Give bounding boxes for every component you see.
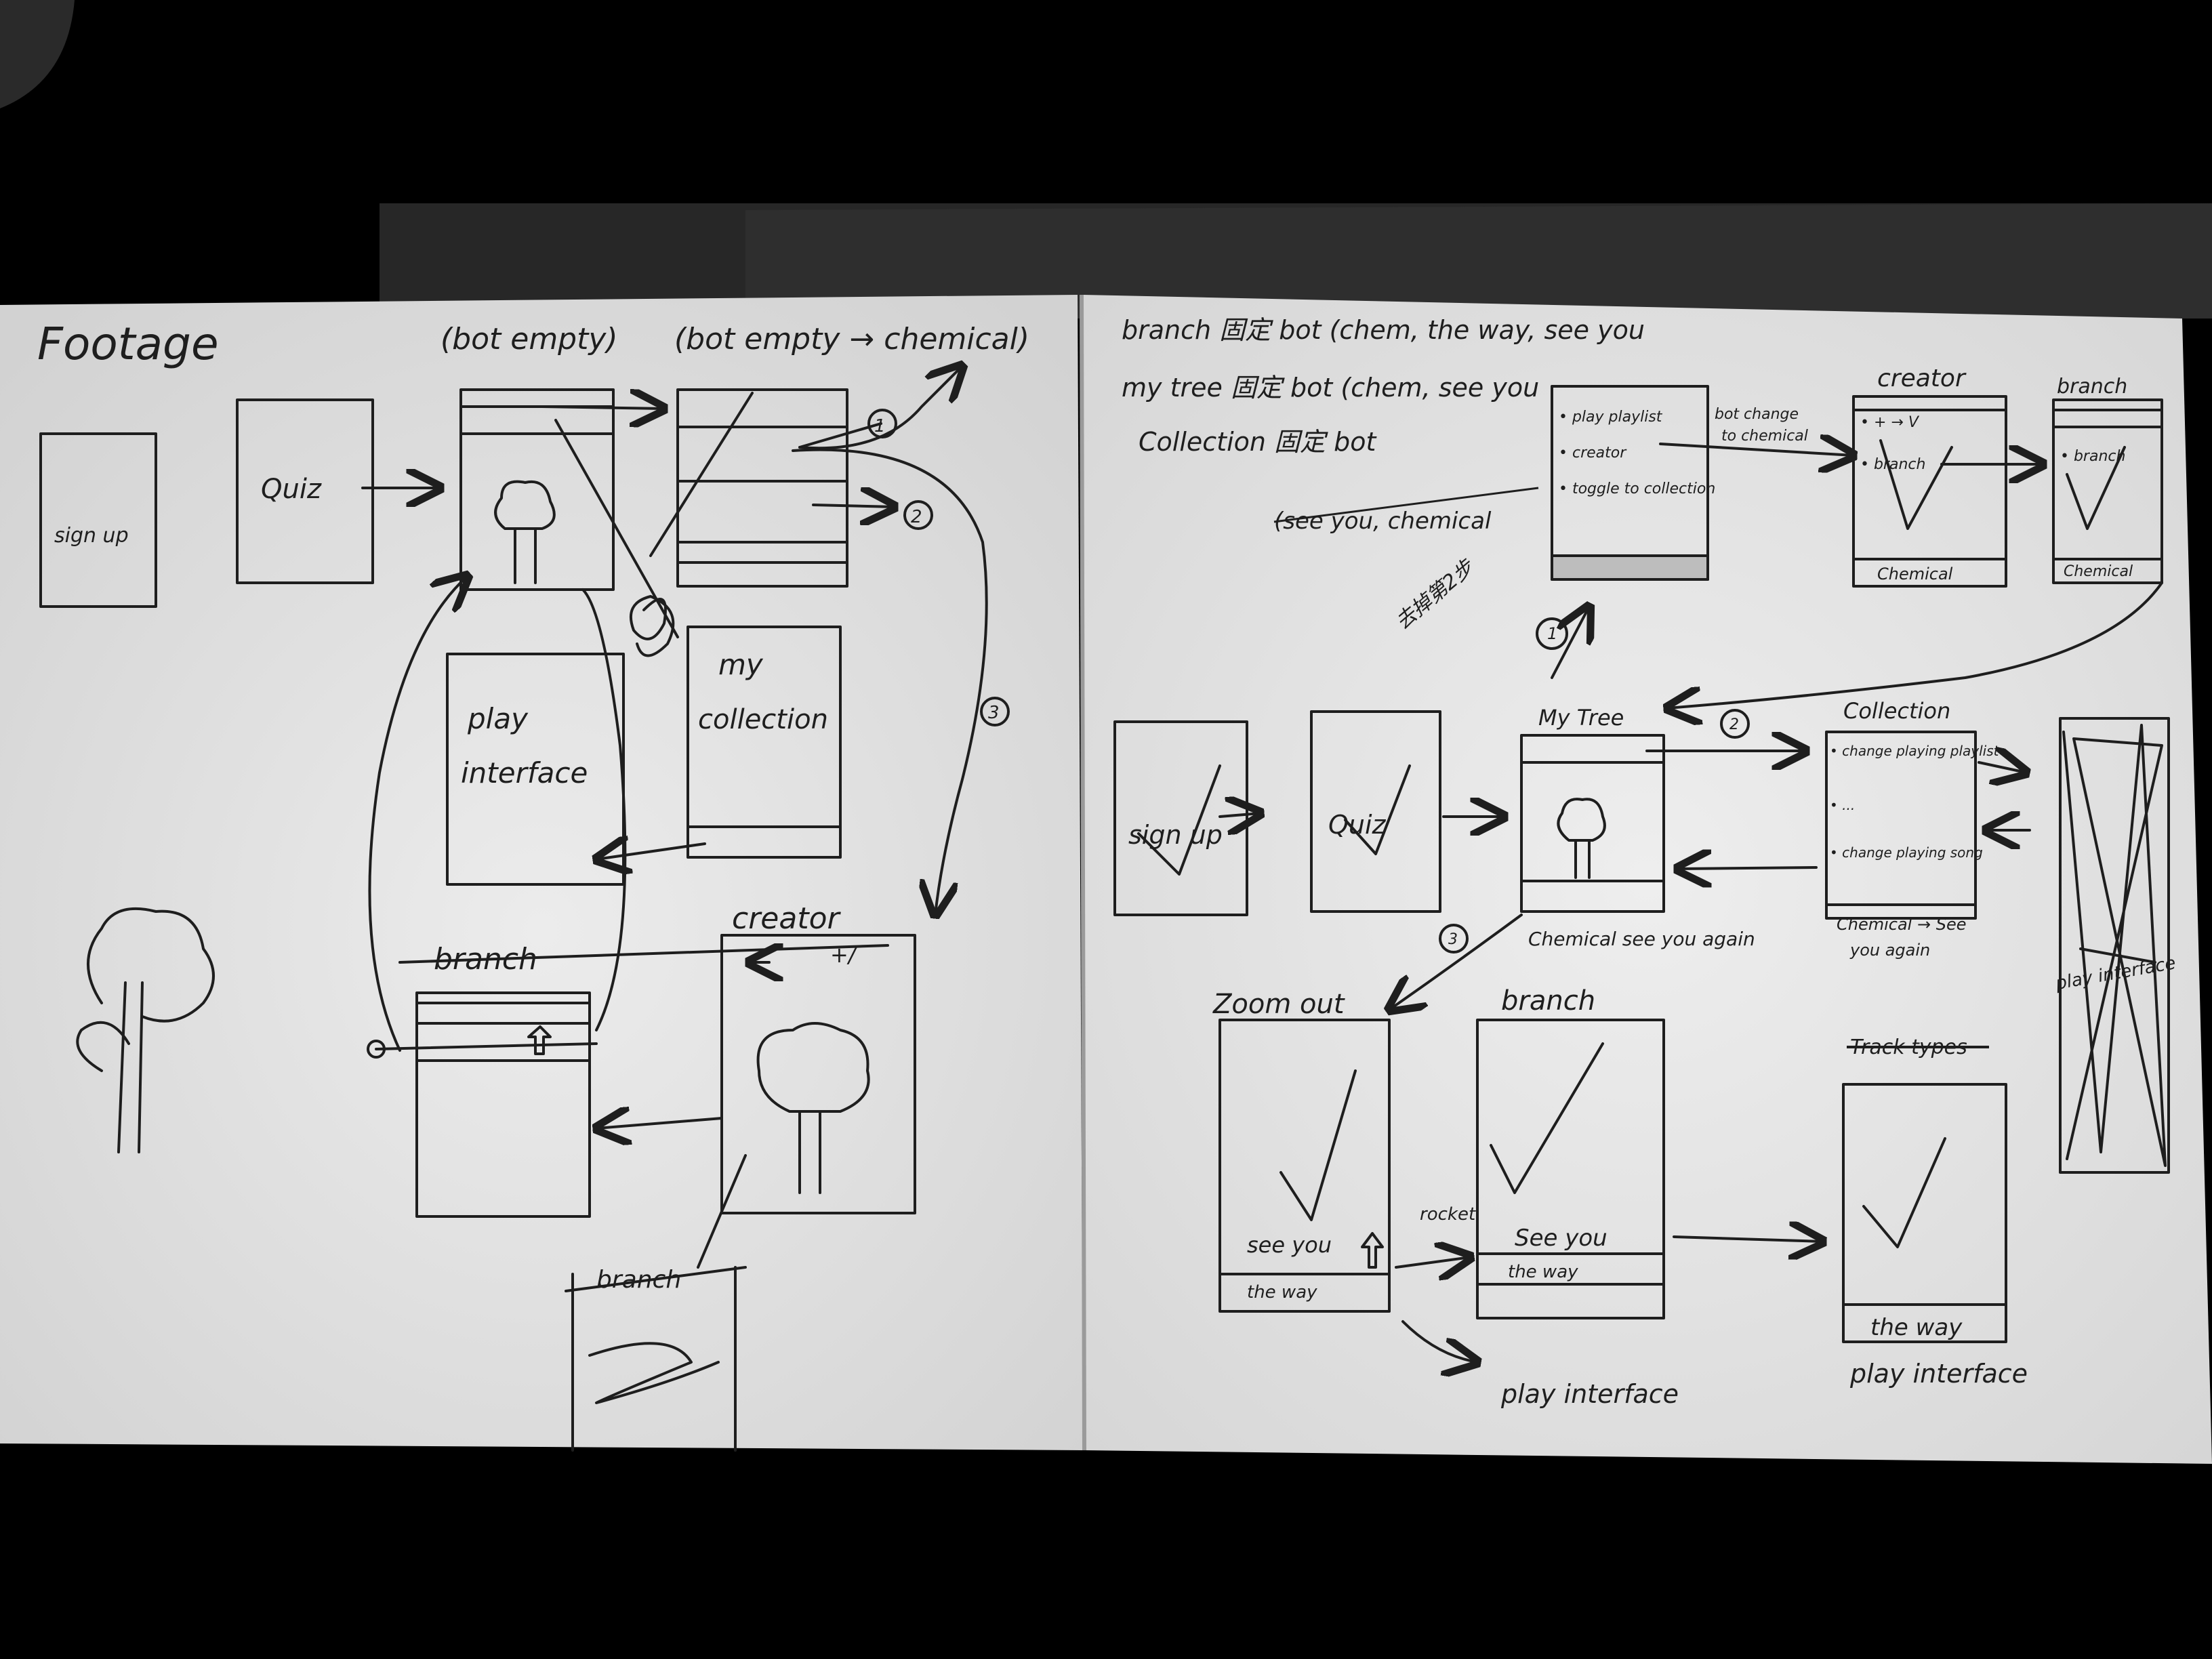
my-collection-label-1: my	[718, 648, 764, 681]
collection-item-1: • change playing playlist	[1830, 743, 2000, 759]
right-note-2: my tree 固定 bot (chem, see you	[1122, 373, 1539, 403]
quiz-label: Quiz	[261, 474, 322, 505]
rec-arrow-note-2: to chemical	[1721, 428, 1808, 445]
zoom-out-bottom: see you	[1247, 1232, 1332, 1258]
play-interface-crossed	[2059, 717, 2170, 1174]
creator-screen-right	[1852, 395, 2007, 588]
marker-1-right: 1	[1547, 624, 1557, 643]
rocket-label: rocket	[1420, 1204, 1476, 1225]
marker-2-right: 2	[1729, 716, 1739, 733]
creator-title-right: creator	[1877, 365, 1967, 392]
marker-1-left: 1	[874, 416, 886, 436]
sign-up-label: sign up	[54, 524, 129, 548]
tree-icon	[494, 480, 556, 584]
right-note-4: (see you, chemical	[1274, 508, 1492, 535]
branch-screen-left	[415, 991, 591, 1218]
my-tree-screen-right	[1520, 734, 1665, 913]
scribble	[588, 1342, 720, 1404]
play-interface-label-2: interface	[461, 756, 588, 790]
branch-title-left: branch	[434, 942, 537, 977]
my-tree-caption: Chemical see you again	[1528, 928, 1755, 950]
my-collection-label-2: collection	[698, 704, 828, 735]
zoom-out-title: Zoom out	[1212, 989, 1345, 1020]
right-page-sketches	[1113, 385, 2170, 1362]
marker-2-left: 2	[911, 507, 922, 527]
recommendation-item-1: • play playlist	[1559, 409, 1663, 426]
collection-item-2: • ...	[1830, 797, 1855, 813]
play-interface-caption: play interface	[1500, 1379, 1679, 1409]
creator-plus-label: +/	[830, 942, 858, 968]
branch-lower-bottom-2: the way	[1508, 1262, 1578, 1282]
collection-item-3: • change playing song	[1830, 844, 1983, 861]
creator-bottom: Chemical	[1877, 565, 1953, 583]
left-page-sketches	[39, 366, 1010, 1452]
branch-lower-label: branch	[596, 1266, 681, 1294]
branch-lower-bottom: See you	[1515, 1225, 1607, 1252]
bot-empty-screen	[676, 388, 848, 588]
left-page-title: Footage	[37, 318, 219, 370]
note-bot-empty: (bot empty)	[441, 322, 618, 356]
quiz-screen	[236, 398, 374, 584]
recommendation-item-2: • creator	[1559, 445, 1627, 462]
collection-title: Collection	[1843, 698, 1950, 724]
branch-title-right: branch	[2057, 375, 2127, 398]
rec-arrow-note-1: bot change	[1715, 406, 1799, 423]
collection-screen	[1825, 731, 1977, 920]
creator-title-left: creator	[732, 901, 841, 936]
creator-screen-left	[720, 934, 916, 1214]
right-note-1: branch 固定 bot (chem, the way, see you	[1122, 315, 1645, 345]
spine	[1080, 294, 1086, 1451]
branch-screen-right	[2052, 398, 2163, 584]
quiz-label-right: Quiz	[1328, 810, 1387, 840]
tree-icon	[756, 1022, 870, 1194]
recommendation-item-3: • toggle to collection	[1559, 480, 1715, 497]
branch-bottom: Chemical	[2064, 563, 2133, 580]
collection-bottom-2: you again	[1849, 941, 1930, 960]
my-tree-screen-left	[459, 388, 615, 591]
doodle-tree	[76, 907, 215, 1153]
play-interface-label-1: play	[467, 702, 529, 735]
my-collection-screen	[687, 626, 842, 859]
marker-3-right: 3	[1448, 931, 1458, 948]
branch-screen-lower	[1476, 1019, 1665, 1319]
sign-up-label-right: sign up	[1128, 820, 1223, 850]
right-note-3: Collection 固定 bot	[1139, 427, 1377, 457]
cup-edge	[0, 0, 75, 108]
zoom-out-screen	[1218, 1019, 1391, 1313]
play-interface-screen	[446, 653, 625, 886]
creator-item-1: • + → V	[1860, 414, 1920, 431]
sign-up-screen	[39, 432, 157, 608]
final-screen	[1842, 1083, 2007, 1343]
creator-item-2: • branch	[1860, 456, 1925, 473]
branch-item: • branch	[2060, 448, 2125, 465]
note-bot-empty-chemical: (bot empty → chemical)	[674, 322, 1029, 356]
marker-3-left: 3	[988, 703, 1000, 723]
quiz-screen-right	[1310, 710, 1441, 913]
final-bottom: the way	[1870, 1314, 1963, 1341]
zoom-out-bottom-2: the way	[1247, 1282, 1317, 1303]
my-tree-title: My Tree	[1538, 705, 1624, 731]
collection-bottom-1: Chemical → See	[1837, 915, 1966, 934]
branch-lower-title: branch	[1501, 985, 1595, 1017]
final-caption: play interface	[1849, 1359, 2028, 1389]
